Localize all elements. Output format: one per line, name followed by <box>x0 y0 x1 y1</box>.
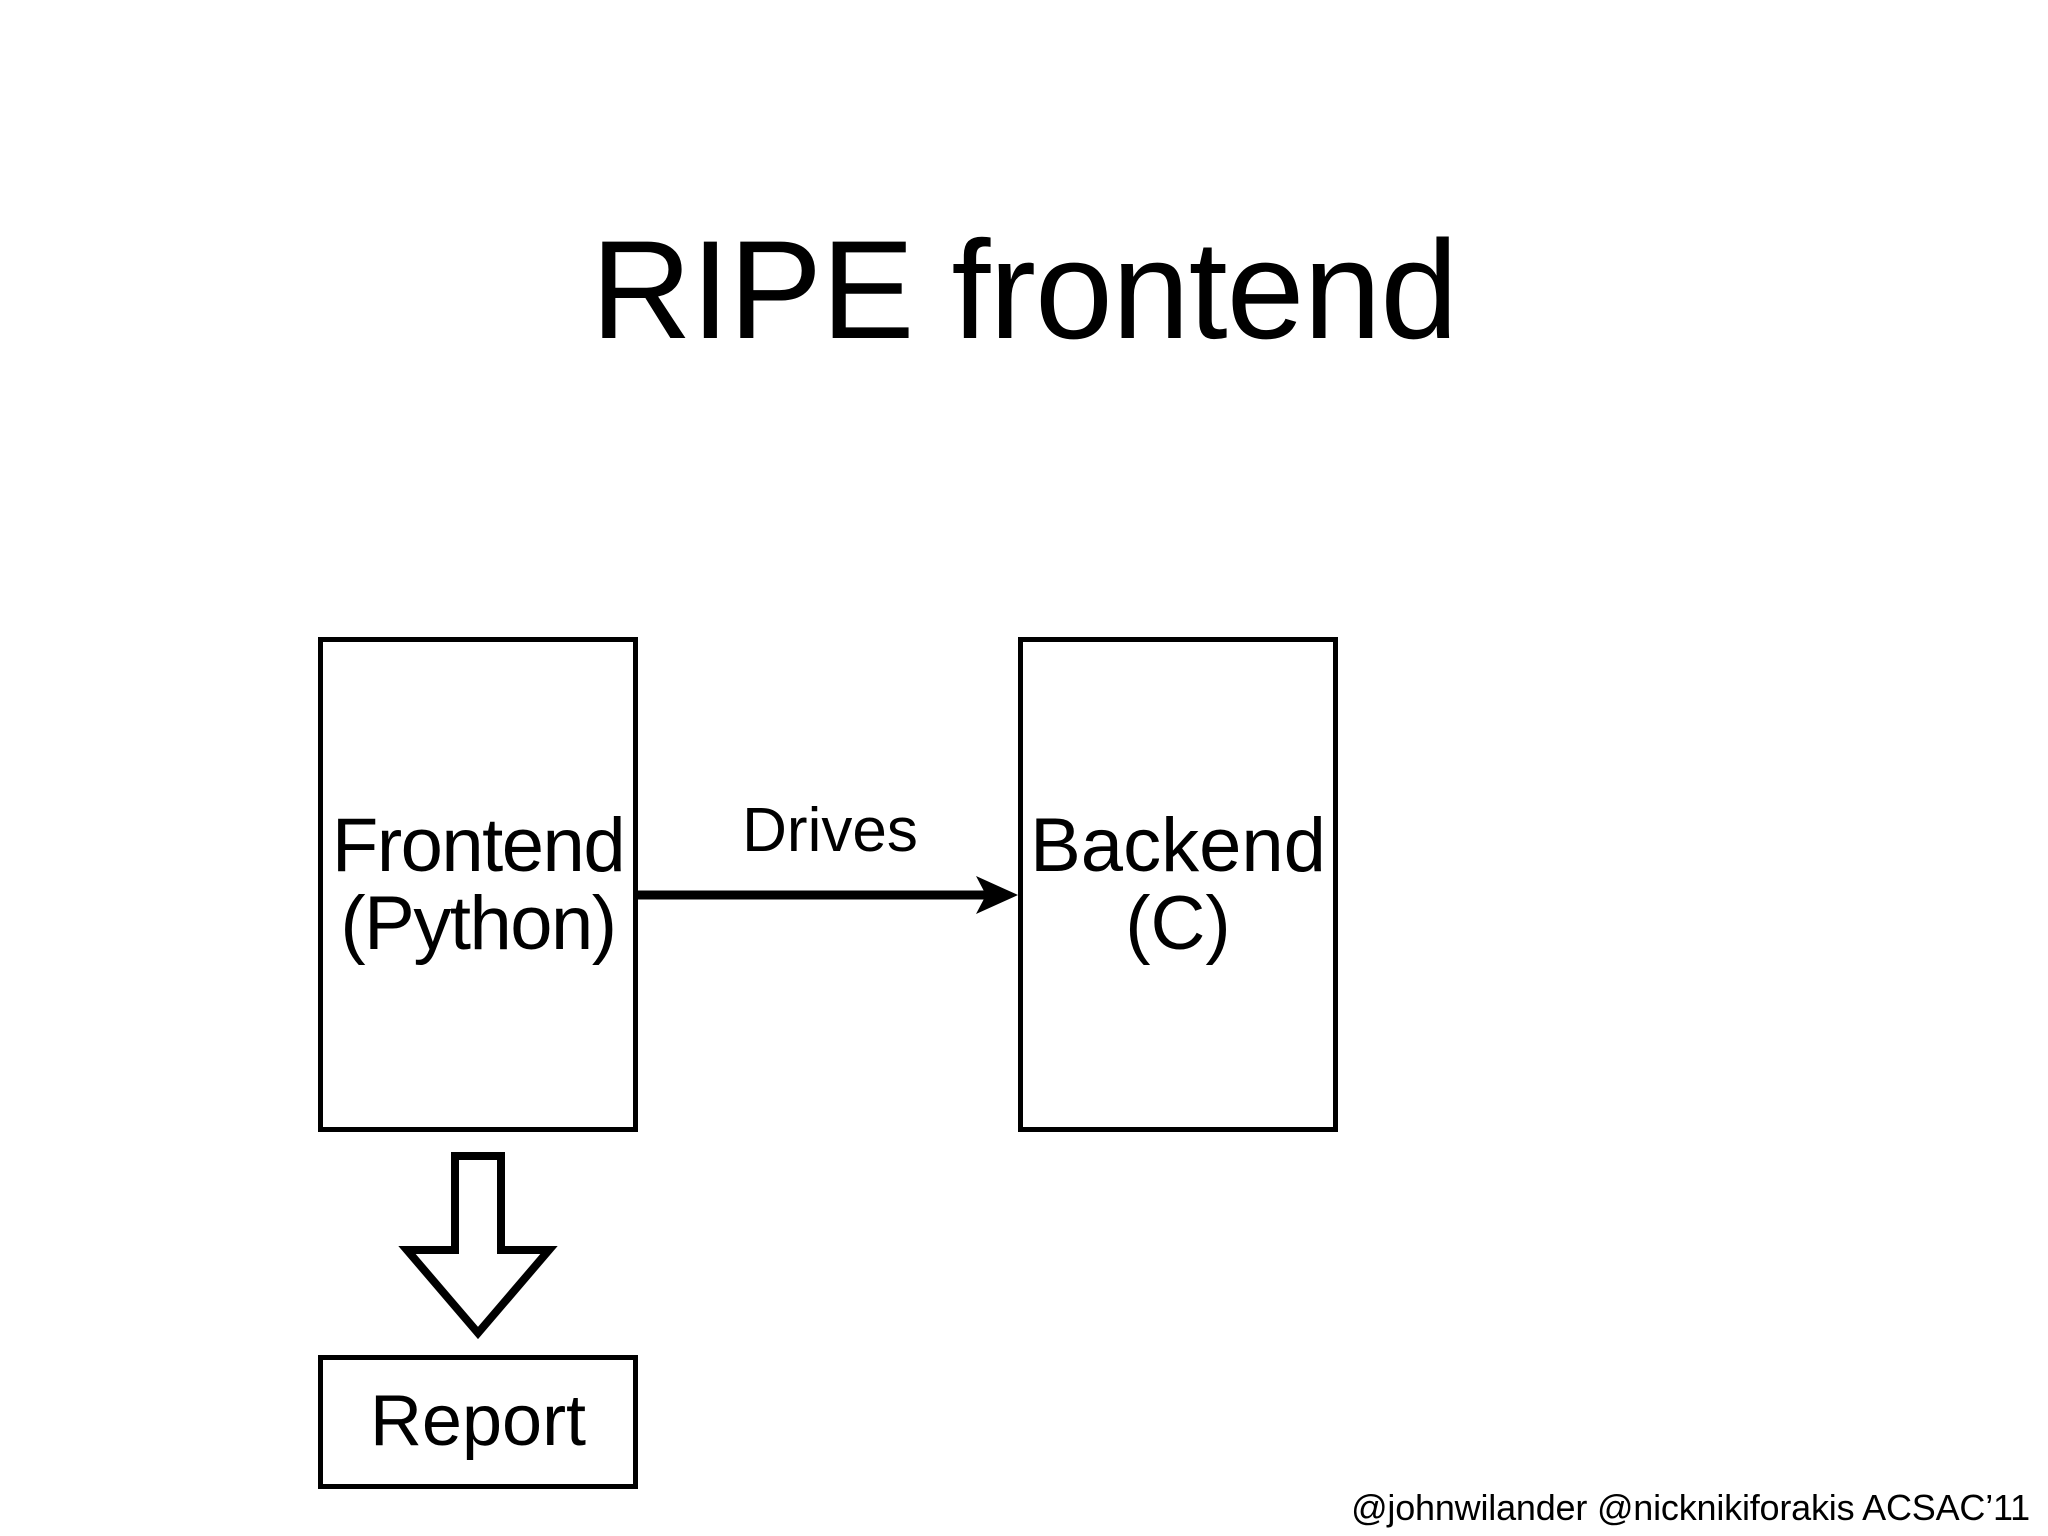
diagram-node-backend-label: Backend (C) <box>1030 802 1326 966</box>
page-title: RIPE frontend <box>590 210 1458 368</box>
diagram-node-report: Report <box>318 1355 638 1489</box>
diagram-node-frontend: Frontend (Python) <box>318 637 638 1132</box>
diagram-node-backend: Backend (C) <box>1018 637 1338 1132</box>
arrow-right-icon <box>636 876 1018 914</box>
diagram-node-report-label: Report <box>369 1381 587 1462</box>
footer-credit: @johnwilander @nicknikiforakis ACSAC’11 <box>1351 1486 2030 1528</box>
diagram-edge-drives-label: Drives <box>742 796 918 865</box>
diagram-node-frontend-label: Frontend (Python) <box>331 802 626 966</box>
arrow-down-block-icon <box>398 1152 558 1340</box>
diagram-edge-frontend-to-backend: Drives <box>630 800 1030 920</box>
